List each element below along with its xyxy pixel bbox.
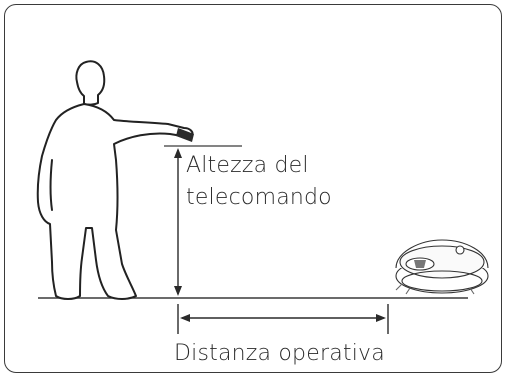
remote-height-label-line1: Altezza del	[186, 153, 309, 178]
distance-dimension-arrow	[177, 304, 389, 334]
remote-height-label: Altezza del telecomando	[186, 150, 332, 214]
remote-control-icon	[176, 128, 194, 142]
operating-distance-label: Distanza operativa	[174, 341, 385, 366]
robot-vacuum-icon	[395, 239, 489, 295]
person-figure	[36, 60, 194, 300]
remote-height-label-line2: telecomando	[186, 185, 332, 210]
height-dimension-arrow	[174, 148, 182, 296]
